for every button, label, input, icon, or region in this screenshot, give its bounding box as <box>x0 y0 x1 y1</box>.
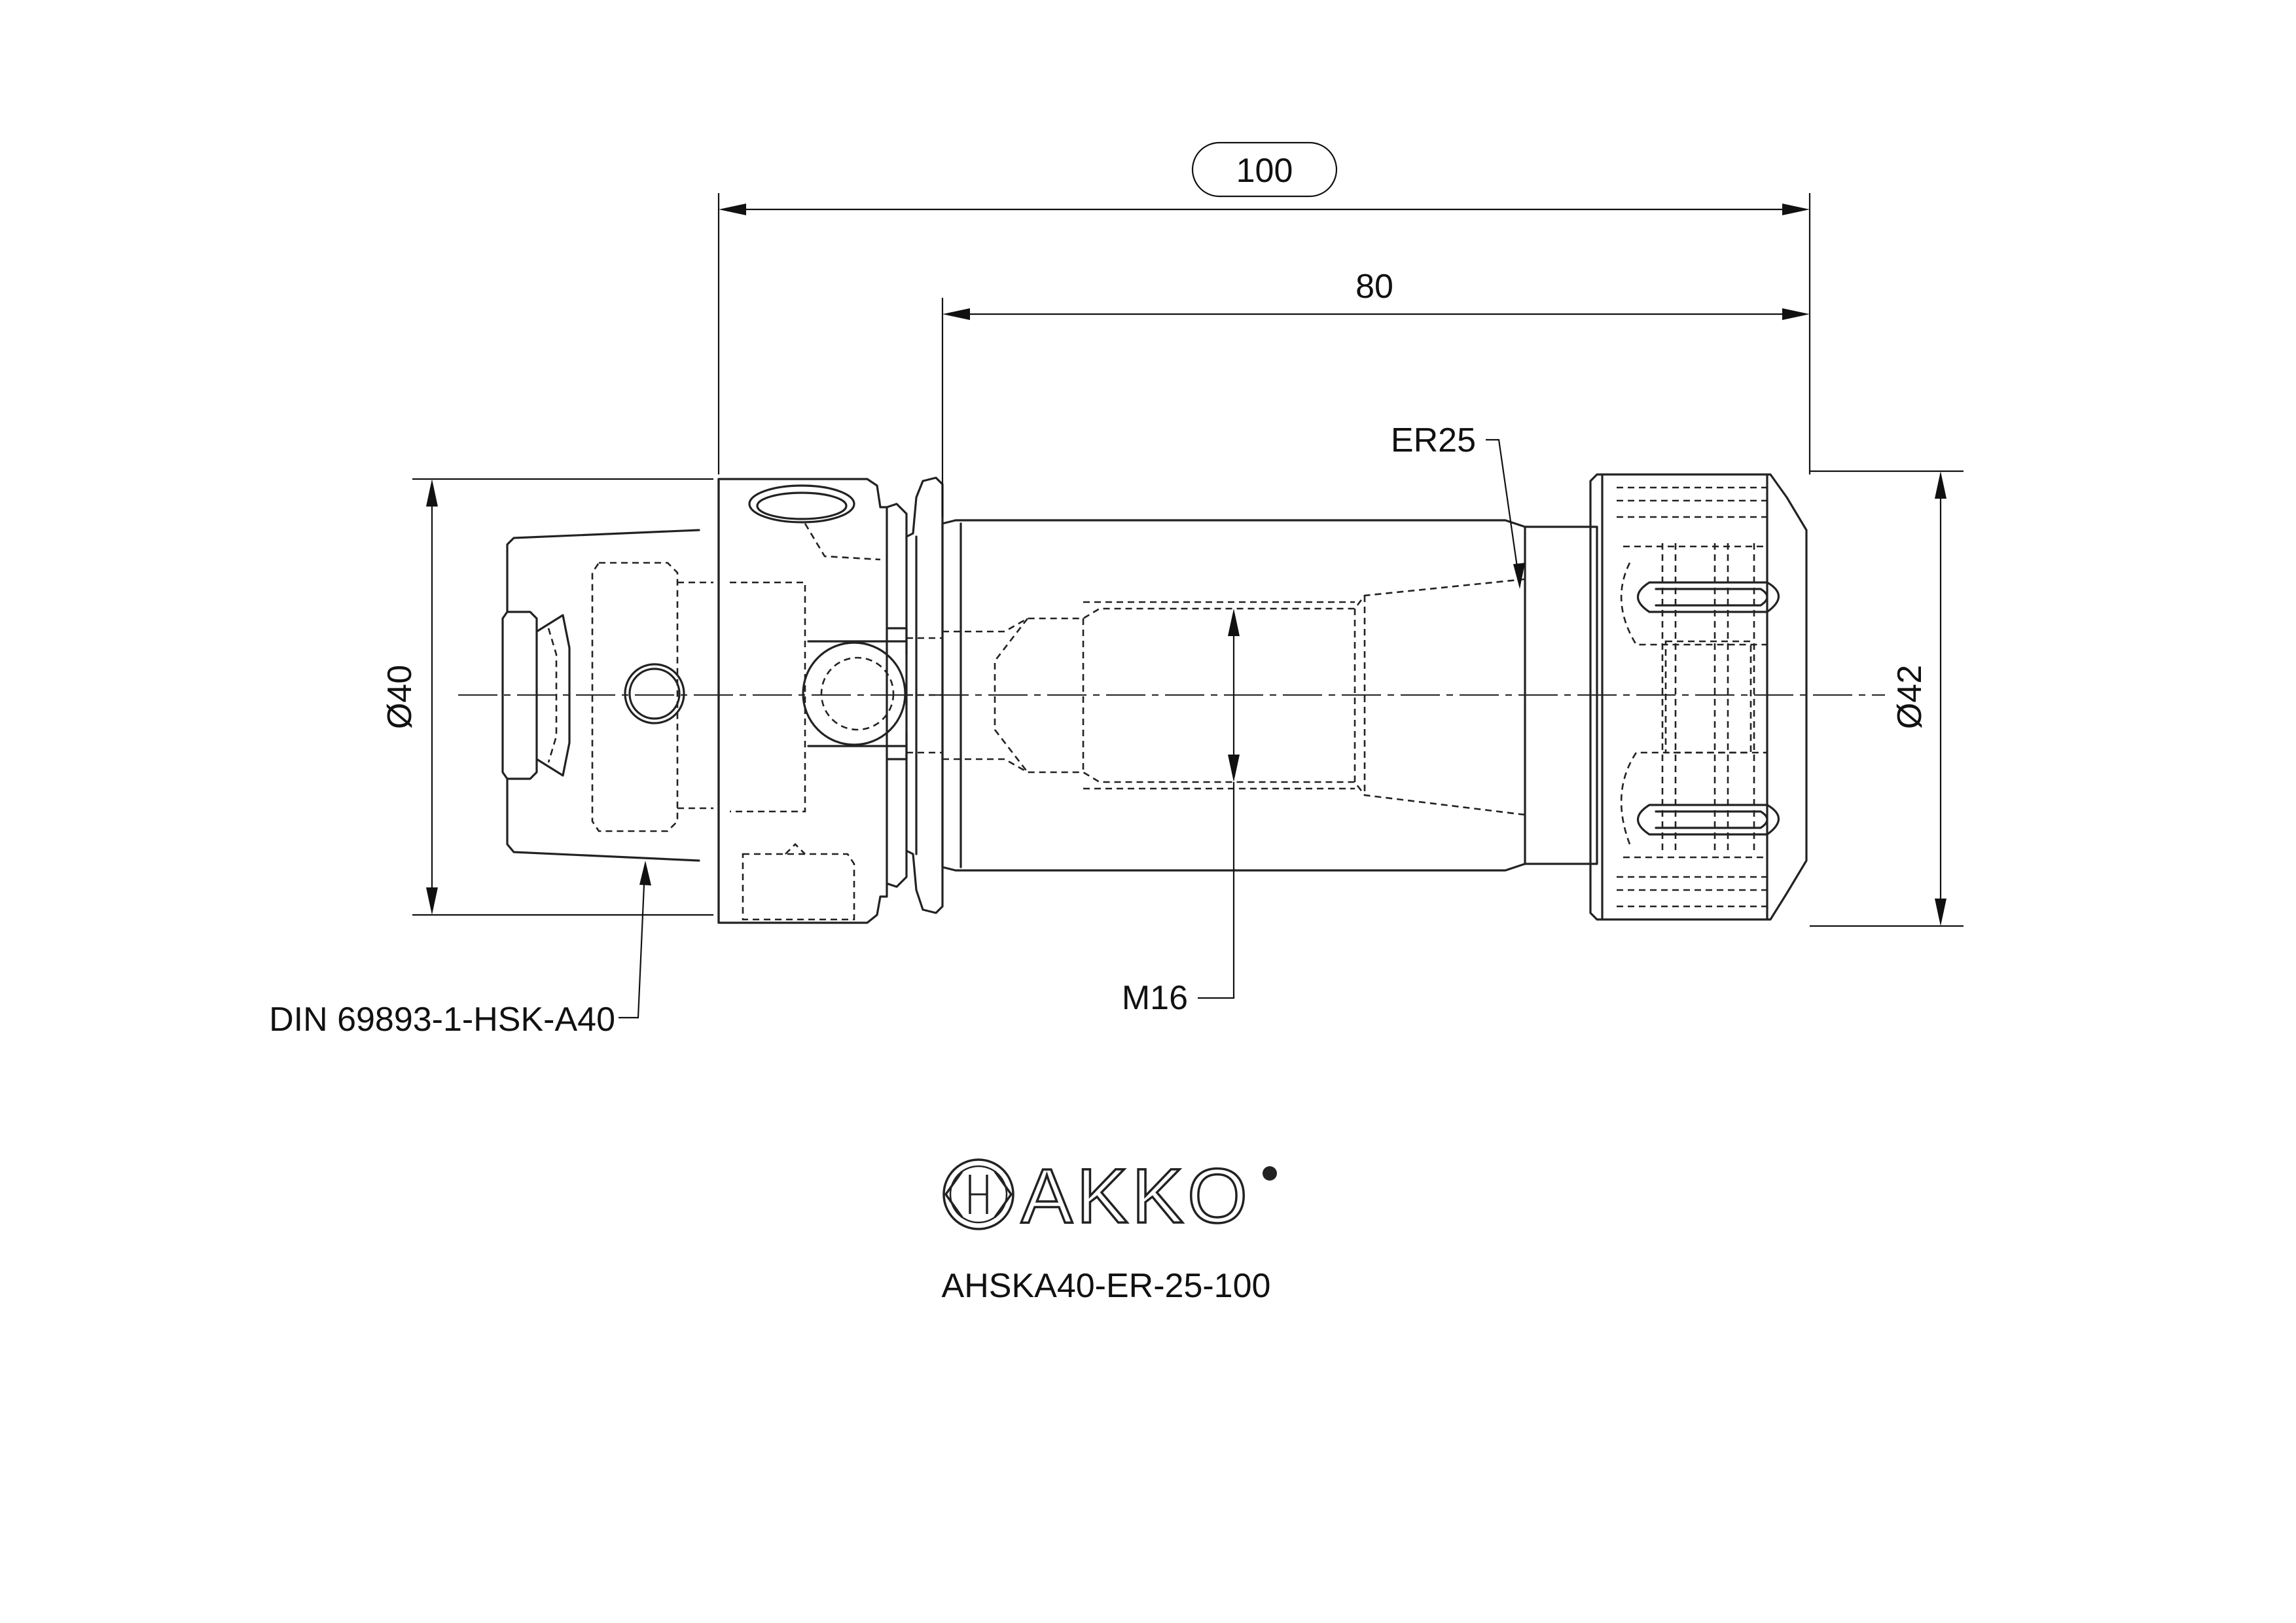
akko-logo: AKKO <box>942 1152 1277 1241</box>
gauge-length-value: 80 <box>1355 268 1393 306</box>
callout-er25: ER25 <box>1391 421 1525 589</box>
dimension-overall-length: 100 <box>717 141 1811 474</box>
flange-diameter-value: Ø40 <box>381 665 419 729</box>
er25-label: ER25 <box>1391 421 1476 459</box>
akko-emblem-icon <box>942 1158 1014 1230</box>
part-number: AHSKA40-ER-25-100 <box>942 1267 1271 1305</box>
callout-hsk-standard: DIN 69893-1-HSK-A40 <box>269 861 651 1039</box>
m16-label: M16 <box>1122 979 1188 1017</box>
er-clamping-nut <box>1589 473 1808 921</box>
overall-length-value: 100 <box>1236 152 1293 190</box>
nut-diameter-value: Ø42 <box>1891 665 1929 729</box>
callout-m16: M16 <box>1122 609 1240 1017</box>
akko-brand-name: AKKO <box>1021 1153 1251 1240</box>
hsk-standard-label: DIN 69893-1-HSK-A40 <box>269 1001 615 1039</box>
dimension-flange-diameter: Ø40 <box>381 478 713 916</box>
flange-body <box>717 478 908 924</box>
hsk-shank <box>501 529 713 862</box>
dimension-nut-diameter: Ø42 <box>1810 470 1964 927</box>
registered-mark-icon <box>1263 1166 1277 1181</box>
dimension-gauge-length: 80 <box>941 268 1810 517</box>
extension-body <box>941 519 1598 872</box>
